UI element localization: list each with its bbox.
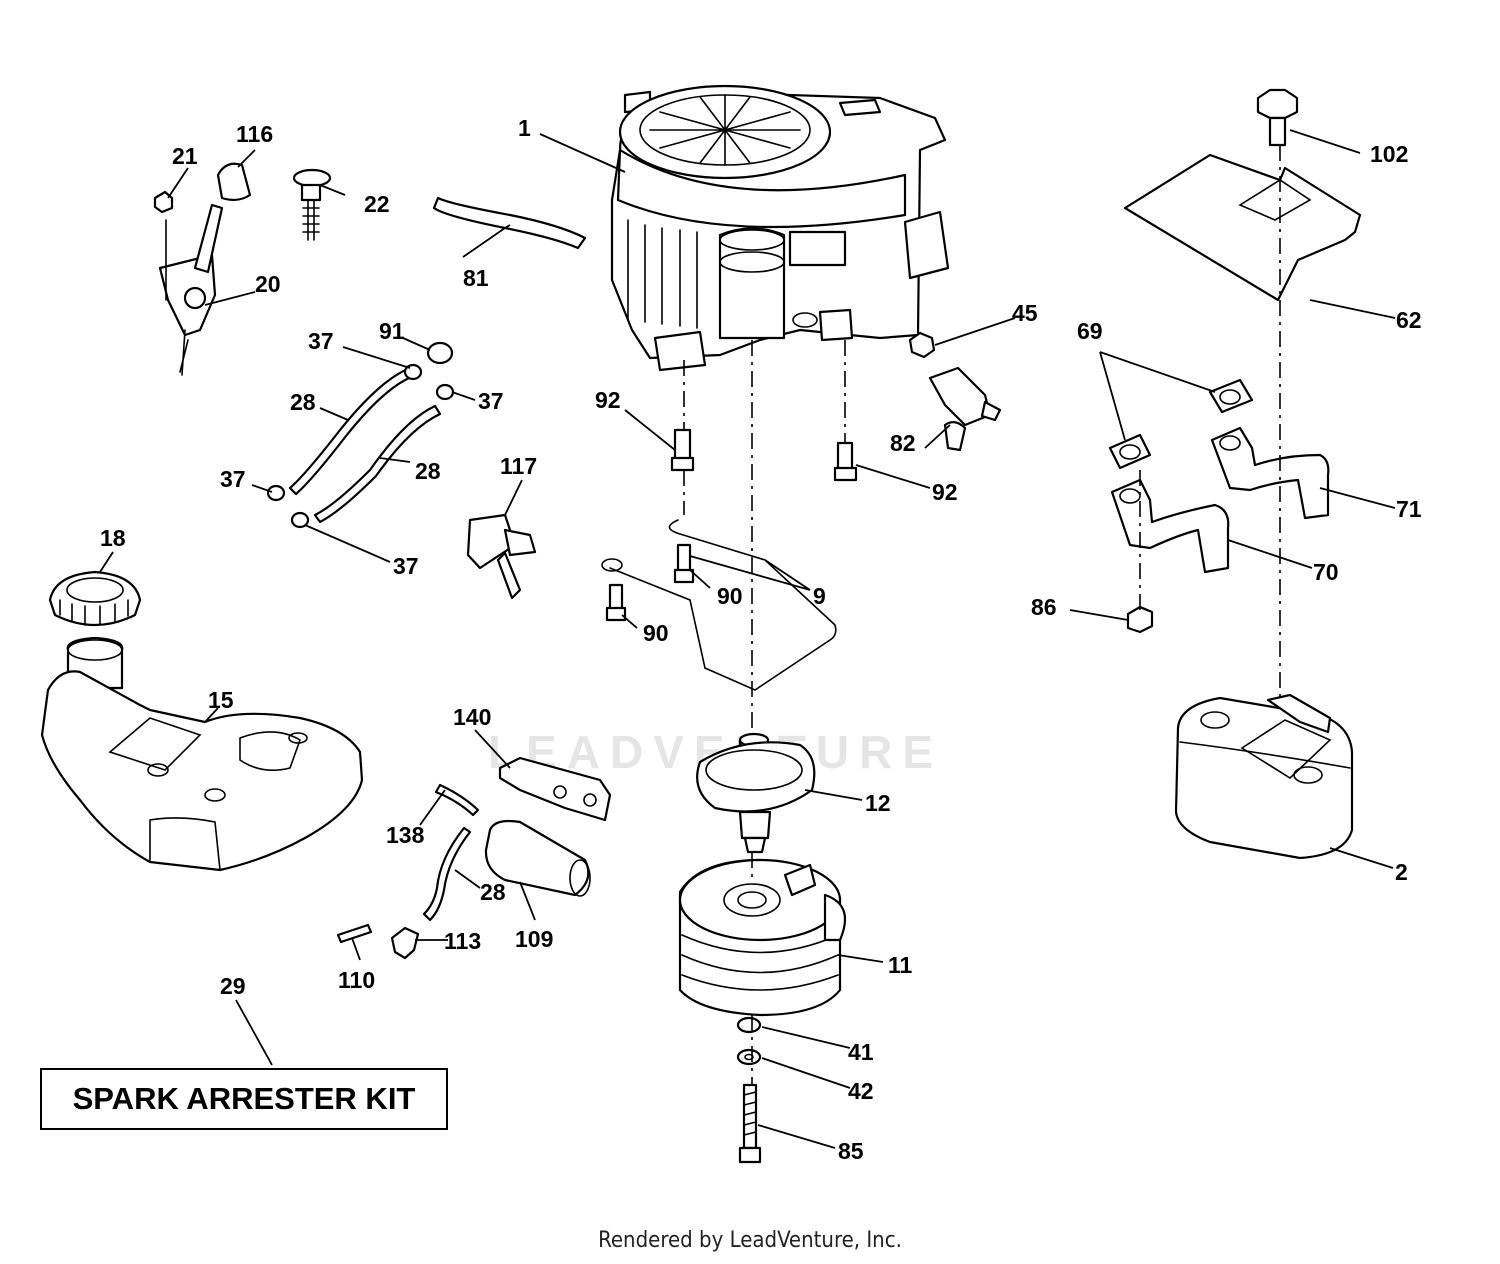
fuel-tank-icon[interactable]: [40, 636, 364, 872]
callout-28b: 28: [415, 458, 441, 484]
callout-92a: 92: [595, 387, 621, 413]
baffle-wire-icon[interactable]: [601, 519, 837, 691]
callout-37d: 37: [393, 553, 419, 579]
bolt-85-icon[interactable]: [738, 1083, 762, 1164]
callout-85: 85: [838, 1138, 864, 1164]
bolt-92-left-icon[interactable]: [670, 428, 695, 472]
callout-116: 116: [236, 121, 273, 147]
callout-2: 2: [1395, 859, 1408, 885]
callout-102: 102: [1370, 141, 1408, 167]
callout-62: 62: [1396, 307, 1422, 333]
callout-45: 45: [1012, 300, 1038, 326]
alignment-lines: [683, 145, 1281, 1085]
callout-113: 113: [444, 928, 481, 954]
callout-18: 18: [100, 525, 126, 551]
hose-138-icon[interactable]: [434, 783, 480, 817]
knob-22-icon[interactable]: [292, 168, 332, 241]
callout-82: 82: [890, 430, 916, 456]
fuel-shutoff-valve-icon[interactable]: [466, 513, 537, 600]
washer-42-icon[interactable]: [736, 1048, 762, 1066]
connector-110-icon[interactable]: [336, 923, 373, 944]
callout-42: 42: [848, 1078, 874, 1104]
nut-45-icon[interactable]: [908, 331, 936, 359]
hose-81-icon[interactable]: [432, 196, 587, 250]
spark-plug-icon[interactable]: [928, 366, 1002, 452]
footer-credit: Rendered by LeadVenture, Inc.: [598, 1228, 902, 1253]
exhaust-pipe-71-icon[interactable]: [1210, 426, 1330, 520]
callout-28a: 28: [290, 389, 316, 415]
fuel-cap-icon[interactable]: [48, 570, 142, 627]
bolt-90b-icon[interactable]: [605, 583, 627, 622]
screw-102-icon[interactable]: [1256, 88, 1299, 147]
callout-21: 21: [172, 143, 198, 169]
bolt-90a-icon[interactable]: [673, 543, 695, 584]
callout-81: 81: [463, 265, 489, 291]
callout-140: 140: [453, 704, 491, 730]
callout-91: 91: [379, 318, 405, 344]
nut-86-icon[interactable]: [1126, 605, 1154, 634]
fitting-113-icon[interactable]: [390, 926, 420, 960]
bracket-140-icon[interactable]: [498, 756, 612, 822]
callout-28c: 28: [480, 879, 506, 905]
callout-37b: 37: [478, 388, 504, 414]
callout-110: 110: [338, 967, 375, 993]
muffler-icon[interactable]: [1174, 693, 1354, 860]
callout-12: 12: [865, 790, 891, 816]
choke-knob-icon[interactable]: [216, 162, 252, 202]
callout-22: 22: [364, 191, 390, 217]
callout-109: 109: [515, 926, 553, 952]
callout-11: 11: [888, 952, 913, 978]
callout-71: 71: [1396, 496, 1422, 522]
callout-9: 9: [813, 583, 826, 609]
callout-37c: 37: [220, 466, 246, 492]
callout-29: 29: [220, 973, 246, 999]
throttle-control-icon[interactable]: [158, 203, 224, 376]
exhaust-pipe-70-icon[interactable]: [1110, 478, 1230, 574]
leader-lines: [99, 129, 1396, 1149]
callout-86: 86: [1031, 594, 1057, 620]
callout-15: 15: [208, 687, 234, 713]
fuel-pump-icon[interactable]: [484, 819, 591, 897]
callout-37a: 37: [308, 328, 334, 354]
callout-labels: 1 2 9 11 12 15 18 20 21 22 28 28 28 37 3…: [100, 115, 1422, 1164]
gasket-69-icon[interactable]: [1108, 378, 1254, 470]
callout-1: 1: [518, 115, 531, 141]
callout-117: 117: [500, 453, 537, 479]
electric-clutch-icon[interactable]: [678, 858, 847, 1017]
callout-90b: 90: [643, 620, 669, 646]
heat-shield-icon[interactable]: [1123, 153, 1362, 302]
callout-41: 41: [848, 1039, 874, 1065]
spark-arrester-kit-box[interactable]: SPARK ARRESTER KIT: [40, 1068, 448, 1130]
callout-20: 20: [255, 271, 281, 297]
pulley-icon[interactable]: [696, 732, 816, 854]
engine-icon[interactable]: [610, 84, 950, 372]
spark-arrester-kit-label: SPARK ARRESTER KIT: [72, 1081, 416, 1116]
hose-28-lower-icon[interactable]: [422, 826, 472, 922]
bolt-92-right-icon[interactable]: [833, 441, 858, 482]
callout-69: 69: [1077, 318, 1103, 344]
fuel-line-icon[interactable]: [266, 341, 455, 529]
callout-90a: 90: [717, 583, 743, 609]
callout-70: 70: [1313, 559, 1339, 585]
callout-92b: 92: [932, 479, 958, 505]
callout-138: 138: [386, 822, 425, 848]
washer-41-icon[interactable]: [736, 1016, 762, 1034]
